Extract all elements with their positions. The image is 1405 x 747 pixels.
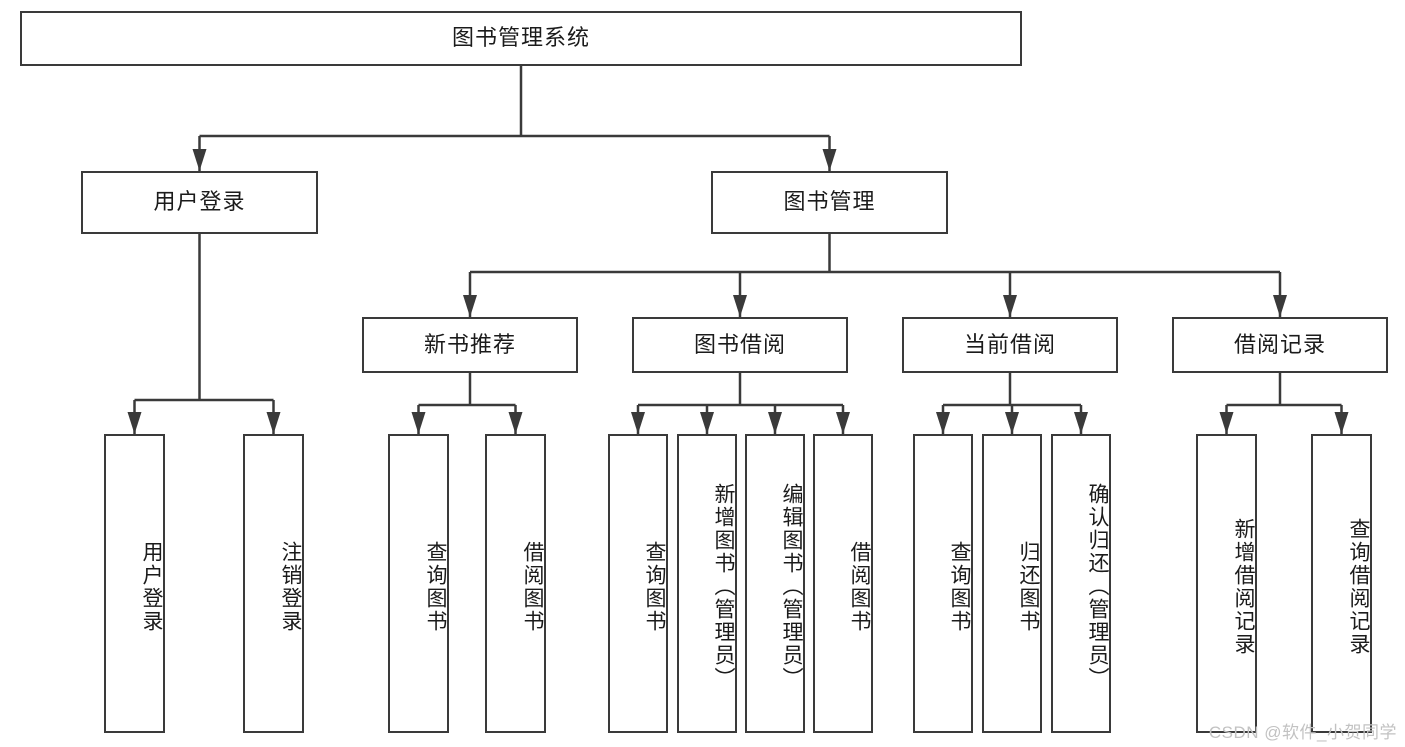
arrowhead-icon [768, 412, 782, 434]
arrowhead-icon [463, 295, 477, 317]
node-label: 查询图书 [424, 540, 447, 633]
node-label: 图书管理 [783, 189, 876, 215]
arrowhead-icon [1273, 295, 1287, 317]
arrowhead-icon [1005, 412, 1019, 434]
node-label: 查询图书 [948, 540, 971, 633]
node-root[interactable]: 图书管理系统 [20, 11, 1022, 66]
node-leaf-borrow-book-2[interactable]: 借阅图书 [813, 434, 873, 733]
arrowhead-icon [508, 412, 523, 434]
node-borrow-record[interactable]: 借阅记录 [1172, 317, 1388, 373]
node-label: 借阅记录 [1233, 331, 1326, 357]
node-book-management[interactable]: 图书管理 [711, 171, 948, 234]
node-leaf-query-book-1[interactable]: 查询图书 [388, 434, 449, 733]
arrowhead-icon [733, 295, 747, 317]
node-label: 借阅图书 [521, 540, 544, 633]
arrowhead-icon [1003, 295, 1017, 317]
node-book-borrow[interactable]: 图书借阅 [632, 317, 848, 373]
node-label: 查询图书 [643, 540, 666, 633]
watermark-label: CSDN @软件_小贺同学 [1208, 723, 1397, 742]
arrowhead-icon [127, 412, 142, 434]
node-leaf-confirm-return[interactable]: 确认归还（管理员） [1051, 434, 1111, 733]
node-leaf-return-book[interactable]: 归还图书 [982, 434, 1042, 733]
node-label: 借阅图书 [848, 540, 871, 633]
node-leaf-user-login[interactable]: 用户登录 [104, 434, 165, 733]
arrowhead-icon [192, 149, 207, 171]
node-label: 用户登录 [140, 540, 163, 633]
node-user-login[interactable]: 用户登录 [81, 171, 318, 234]
node-label: 图书管理系统 [451, 25, 590, 51]
node-label: 当前借阅 [963, 331, 1056, 357]
node-label: 归还图书 [1017, 540, 1040, 633]
node-label: 确认归还（管理员） [1086, 483, 1109, 690]
arrowhead-icon [836, 412, 850, 434]
arrowhead-icon [411, 412, 426, 434]
arrowhead-icon [1334, 412, 1349, 434]
node-leaf-add-book[interactable]: 新增图书（管理员） [677, 434, 737, 733]
node-label: 新增图书（管理员） [712, 483, 735, 690]
node-new-book-recommend[interactable]: 新书推荐 [362, 317, 578, 373]
arrowhead-icon [936, 412, 950, 434]
node-label: 编辑图书（管理员） [780, 483, 803, 690]
arrowhead-icon [266, 412, 281, 434]
node-leaf-query-book-2[interactable]: 查询图书 [608, 434, 668, 733]
arrowhead-icon [700, 412, 714, 434]
node-leaf-query-borrow-record[interactable]: 查询借阅记录 [1311, 434, 1372, 733]
node-label: 图书借阅 [693, 331, 786, 357]
arrowhead-icon [631, 412, 645, 434]
node-label: 新书推荐 [423, 331, 516, 357]
node-leaf-add-borrow-record[interactable]: 新增借阅记录 [1196, 434, 1257, 733]
arrowhead-icon [822, 149, 837, 171]
node-leaf-edit-book[interactable]: 编辑图书（管理员） [745, 434, 805, 733]
node-label: 查询借阅记录 [1347, 517, 1370, 656]
arrowhead-icon [1074, 412, 1088, 434]
node-leaf-logout[interactable]: 注销登录 [243, 434, 304, 733]
node-leaf-borrow-book-1[interactable]: 借阅图书 [485, 434, 546, 733]
node-current-borrow[interactable]: 当前借阅 [902, 317, 1118, 373]
node-label: 注销登录 [279, 540, 302, 633]
arrowhead-icon [1219, 412, 1234, 434]
node-label: 用户登录 [153, 189, 246, 215]
node-label: 新增借阅记录 [1232, 517, 1255, 656]
node-leaf-query-book-3[interactable]: 查询图书 [913, 434, 973, 733]
